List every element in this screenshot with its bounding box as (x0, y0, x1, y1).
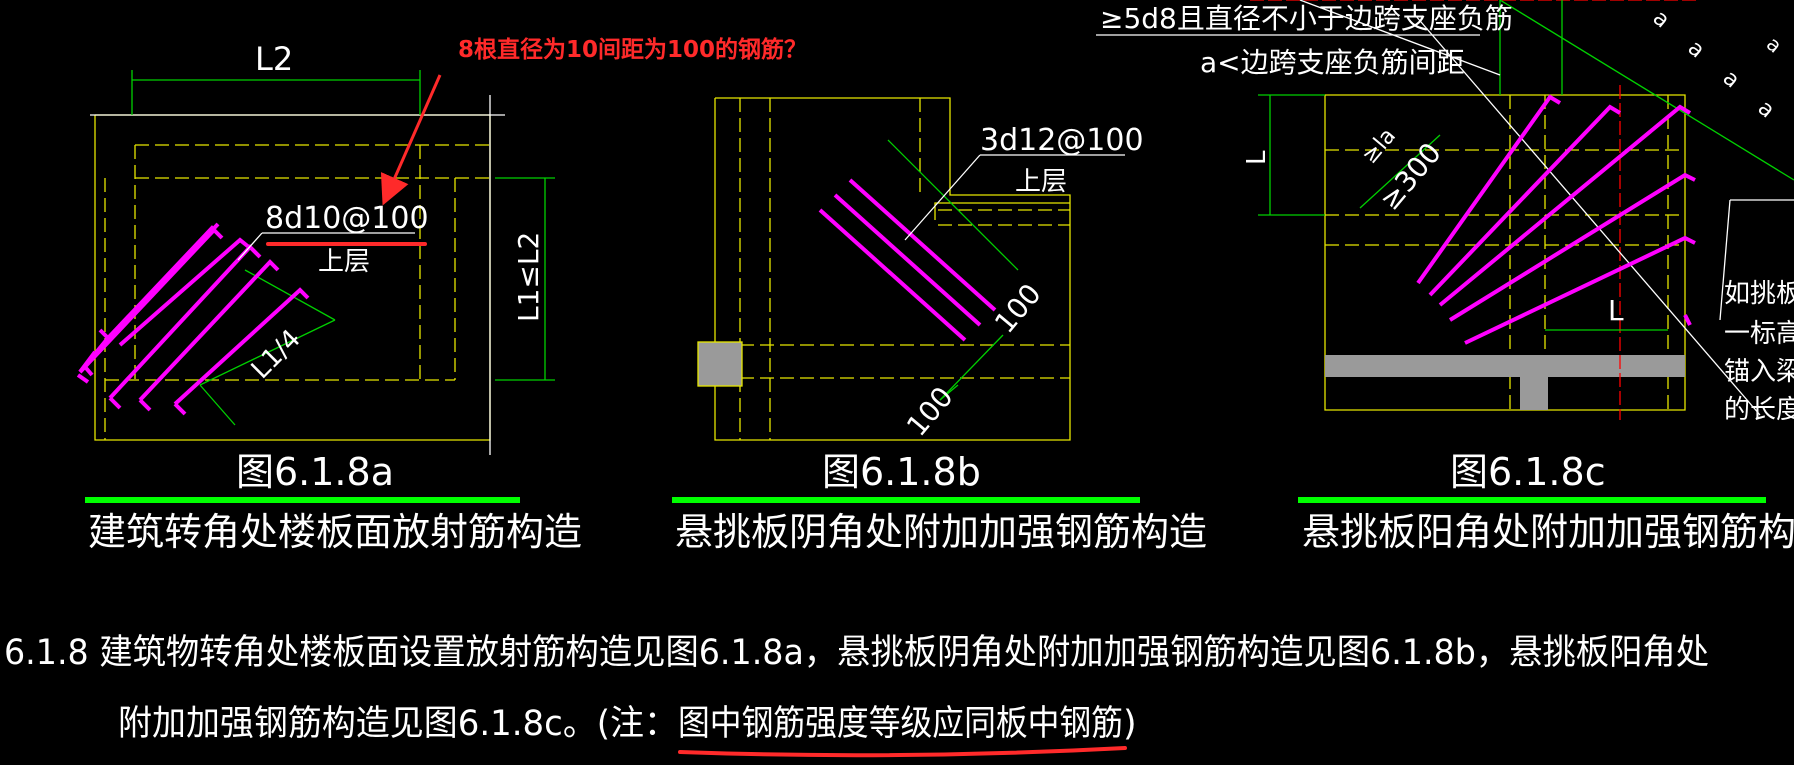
fig-c-dim-l: L (1242, 150, 1272, 165)
fig-b-title-bar (672, 497, 1140, 503)
svg-text:a: a (1683, 36, 1709, 64)
fig-b-number: 图6.1.8b (822, 450, 981, 494)
fig-a-layer: 上层 (318, 247, 370, 277)
body-line-1: 6.1.8 建筑物转角处楼板面设置放射筋构造见图6.1.8a，悬挑板阴角处附加加… (4, 633, 1709, 673)
body-line-2c: ) (1123, 704, 1137, 744)
fig-a-rebar-label: 8d10@100 (265, 201, 429, 236)
svg-text:a: a (1753, 96, 1779, 124)
fig-a-title-bar (85, 497, 520, 503)
fig-a-title: 建筑转角处楼板面放射筋构造 (88, 510, 582, 554)
body-line-2a: 附加加强钢筋构造见图6.1.8c。(注： (118, 704, 678, 744)
fig-b-outline (714, 97, 1071, 441)
svg-text:锚入梁: 锚入梁 (1724, 357, 1794, 387)
fig-a-number: 图6.1.8a (236, 450, 394, 494)
fig-b-rebar-label: 3d12@100 (980, 123, 1144, 158)
fig-b-layer: 上层 (1015, 167, 1067, 197)
svg-text:a: a (1762, 31, 1787, 57)
fig-c-side-note: 如挑板 一标高 锚入梁 的长度 (1724, 279, 1794, 425)
fig-b-rebars (818, 178, 997, 342)
fig-c-dim-la: ≥la (1357, 124, 1401, 169)
fig-b-title: 悬挑板阴角处附加加强钢筋构造 (675, 510, 1207, 554)
fig-a-dim-side: L1≤L2 (512, 232, 545, 322)
annotation-question: 8根直径为10间距为100的钢筋？ (458, 36, 807, 63)
fig-b-dim-1: 100 (988, 277, 1048, 339)
body-line-2b: 图中钢筋强度等级应同板中钢筋 (678, 704, 1123, 744)
fig-c-outline (1324, 94, 1686, 411)
fig-c-dims (1258, 0, 1794, 331)
fig-a-leader (237, 232, 263, 261)
svg-text:a: a (1648, 6, 1674, 34)
fig-c-note-2: a<边跨支座负筋间距 (1200, 46, 1465, 79)
body-underline (678, 746, 1127, 758)
fig-c-dim-l2: L (1608, 294, 1624, 327)
fig-c-rebars (1416, 94, 1696, 345)
svg-text:a: a (1718, 66, 1744, 94)
fig-a-dims (131, 70, 555, 426)
fig-b-dims (887, 139, 1019, 401)
figure-c (1096, 0, 1794, 420)
fig-c-beam-fill (1325, 355, 1685, 377)
svg-text:如挑板: 如挑板 (1724, 279, 1794, 309)
fig-c-number: 图6.1.8c (1450, 450, 1606, 494)
fig-c-title-bar (1298, 497, 1766, 503)
figure-a (76, 70, 555, 455)
annotation-arrow (380, 74, 442, 206)
fig-c-title: 悬挑板阳角处附加加强钢筋构造 (1302, 510, 1794, 554)
fig-a-rebars (76, 222, 310, 416)
fig-b-column (697, 341, 743, 387)
fig-a-outline (94, 114, 491, 441)
fig-a-dim-top: L2 (255, 40, 293, 78)
svg-text:的长度: 的长度 (1724, 395, 1794, 425)
svg-text:一标高: 一标高 (1724, 319, 1794, 349)
fig-c-note-1: ≥5d8且直径不小于边跨支座负筋 (1100, 2, 1513, 35)
figure-b (697, 97, 1125, 441)
